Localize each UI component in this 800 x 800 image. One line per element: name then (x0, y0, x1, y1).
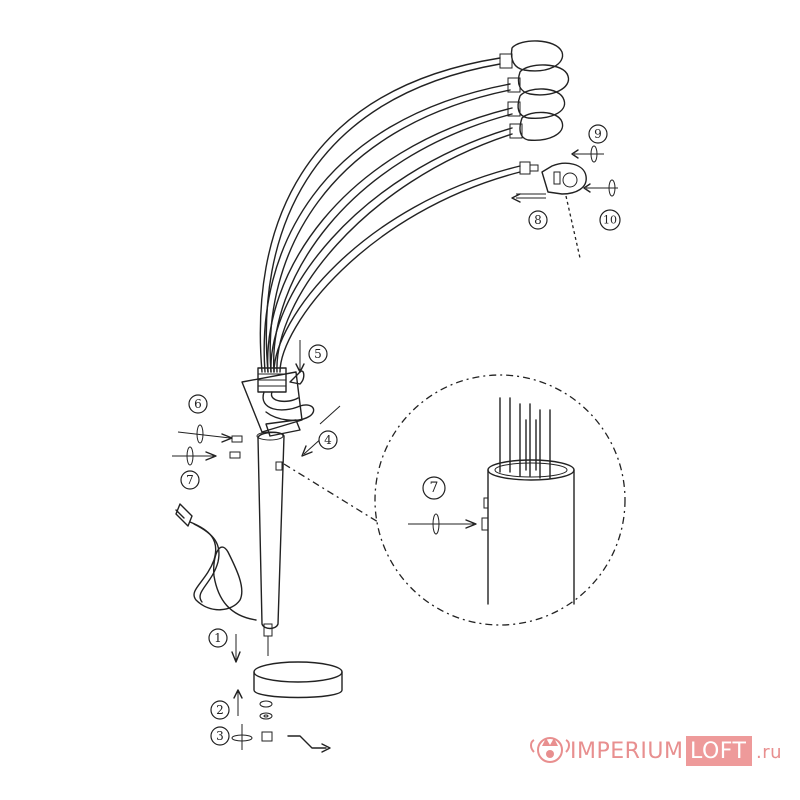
leader-bracket (565, 195, 581, 259)
lamp-arms (259, 57, 521, 373)
power-cord (175, 503, 257, 621)
arm-4b (276, 133, 513, 373)
step-7-label: 7 (186, 473, 194, 487)
arm-5b (279, 171, 521, 373)
step-7-detail-marker: 7 (422, 476, 446, 500)
step-9-label: 9 (594, 127, 602, 141)
crown-rose-logo-icon (530, 737, 570, 763)
arm-hub (241, 367, 315, 437)
step-8-label: 8 (534, 213, 542, 227)
open-socket (519, 161, 539, 175)
step-3-label: 3 (216, 729, 224, 743)
step-2-label: 2 (216, 703, 224, 717)
shade-bracket (541, 162, 587, 195)
watermark: IMPERIUM LOFT .ru (530, 736, 782, 766)
arm-2 (263, 83, 511, 373)
side-fasteners (172, 424, 243, 466)
step-8-marker: 8 (528, 210, 548, 230)
step-5-marker: 5 (308, 344, 328, 364)
arm-4 (270, 127, 513, 373)
step-labels: 1 2 3 4 5 6 7 7 8 9 10 (180, 124, 621, 746)
watermark-loft: LOFT (690, 739, 747, 764)
step-7-marker: 7 (180, 470, 200, 490)
arm-1 (259, 57, 501, 373)
step-2-marker: 2 (210, 700, 230, 720)
bottom-hardware (231, 689, 331, 753)
shade-3 (507, 88, 566, 119)
step-6-marker: 6 (188, 394, 208, 414)
lamp-shades (499, 40, 587, 259)
step-3-marker: 3 (210, 726, 230, 746)
step-4-marker: 4 (318, 430, 338, 450)
arm-5 (273, 165, 521, 373)
shade-2 (507, 64, 570, 96)
base (231, 634, 343, 699)
step-9-marker: 9 (588, 124, 608, 144)
step-1-marker: 1 (208, 628, 228, 648)
shade-1 (499, 40, 564, 72)
watermark-domain: .ru (756, 742, 782, 763)
watermark-imperium: IMPERIUM (570, 739, 684, 764)
detail-view (283, 374, 626, 626)
step-5-label: 5 (314, 347, 322, 361)
step-1-label: 1 (214, 631, 222, 645)
shade-4 (509, 111, 564, 141)
step-6-label: 6 (194, 397, 202, 411)
pole (256, 431, 285, 656)
arm-3b (273, 113, 513, 373)
step-4-label: 4 (324, 433, 332, 447)
step-10-marker: 10 (599, 209, 621, 231)
step-10-label: 10 (603, 214, 617, 227)
watermark-loft-box (686, 736, 752, 766)
arm-1b (265, 63, 501, 373)
upper-fasteners (511, 145, 618, 203)
step-7-detail-label: 7 (430, 480, 439, 496)
arm-3 (267, 107, 513, 373)
